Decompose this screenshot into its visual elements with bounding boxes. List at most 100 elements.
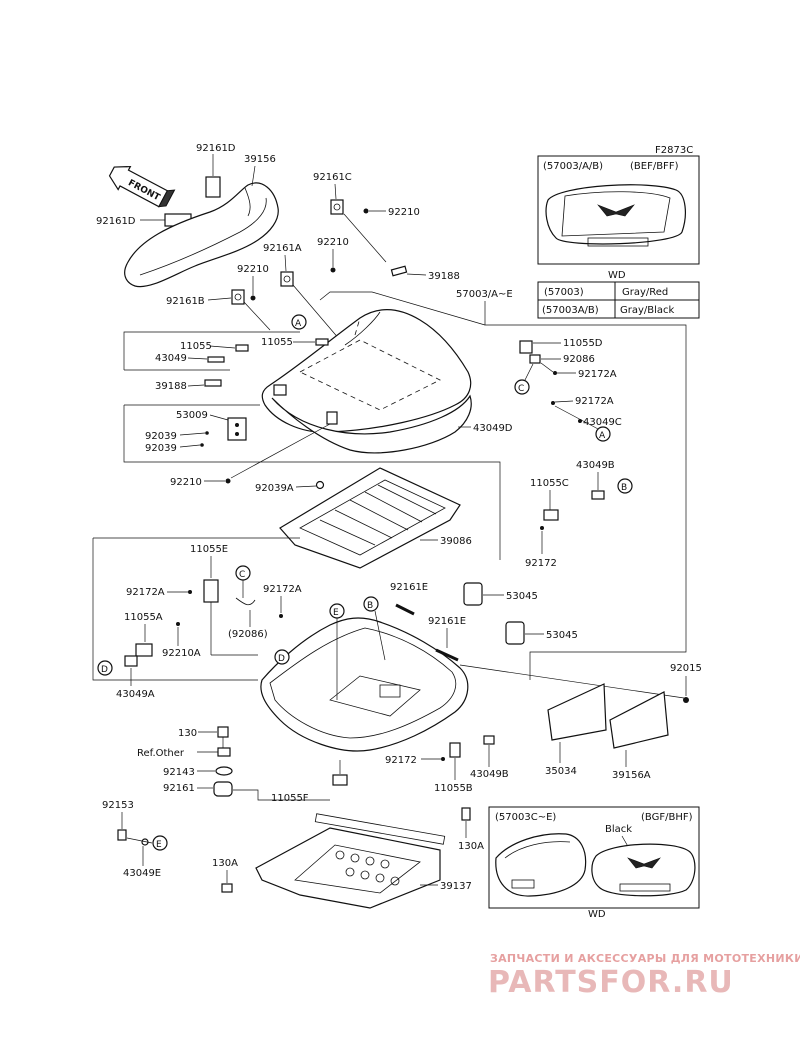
figure-code: F2873C — [655, 145, 693, 156]
case-base — [260, 617, 469, 752]
ref-B2: B — [367, 601, 373, 611]
clip-11055-mid — [315, 338, 329, 346]
grommet-92039A — [315, 480, 325, 490]
label-11055F: 11055F — [271, 793, 309, 804]
label-39086: 39086 — [440, 536, 472, 547]
label-11055A: 11055A — [124, 612, 163, 623]
ref-C1: C — [518, 384, 524, 394]
inset-bottom-color: Black — [605, 824, 632, 835]
hinge-53009 — [227, 417, 247, 441]
label-92210A: 92210A — [162, 648, 201, 659]
label-39156: 39156 — [244, 154, 276, 165]
label-92086: 92086 — [563, 354, 595, 365]
label-53045-a: 53045 — [506, 591, 538, 602]
label-92172A-l2: 92172A — [263, 584, 302, 595]
spring-92086 — [529, 354, 541, 364]
bumper-53045-a — [463, 582, 483, 606]
label-92172A-r1: 92172A — [578, 369, 617, 380]
inset-bottom-model: (57003C~E) — [495, 812, 556, 823]
clip-11055A — [135, 643, 153, 657]
label-92161B: 92161B — [166, 296, 205, 307]
label-130: 130 — [178, 728, 197, 739]
label-92172A-l1: 92172A — [126, 587, 165, 598]
inset-top-note: WD — [608, 270, 626, 281]
label-92086-paren: (92086) — [228, 629, 268, 640]
label-92210-a: 92210 — [388, 207, 420, 218]
clip-11055C — [543, 509, 559, 521]
ref-E1: E — [333, 608, 339, 618]
label-92161D-top: 92161D — [196, 143, 236, 154]
ref-E2: E — [156, 840, 162, 850]
mat-39086 — [279, 467, 461, 569]
clip-92161A — [280, 271, 294, 287]
label-92039A: 92039A — [255, 483, 294, 494]
backrest-39156 — [124, 182, 279, 288]
bolt-130A-right — [461, 807, 471, 821]
strip-43049B-top — [591, 490, 605, 500]
color-table-code-0: (57003) — [544, 287, 584, 298]
strip-43049A — [124, 655, 138, 667]
label-11055D: 11055D — [563, 338, 603, 349]
ref-A1: A — [295, 319, 302, 329]
ref-circle-C1 — [514, 379, 530, 395]
label-11055-mid: 11055 — [261, 337, 293, 348]
front-arrow-icon: FRONT — [108, 165, 176, 208]
clip-11055 — [235, 344, 249, 352]
watermark-logo: PARTSFOR.RU — [488, 965, 734, 1000]
damper-92161 — [213, 781, 233, 797]
label-92172-r: 92172 — [525, 558, 557, 569]
ref-circle-B2 — [363, 596, 379, 612]
ref-circle-E2 — [152, 835, 168, 851]
label-92015: 92015 — [670, 663, 702, 674]
inset-bottom-variant: (BGF/BHF) — [641, 812, 693, 823]
label-ref-other: Ref.Other — [137, 748, 185, 759]
clip-11055F — [332, 774, 348, 786]
label-92161E-b: 92161E — [428, 616, 466, 627]
label-35034: 35034 — [545, 766, 577, 777]
label-92161A: 92161A — [263, 243, 302, 254]
ref-circle-A2 — [595, 426, 611, 442]
label-92210-c: 92210 — [237, 264, 269, 275]
bolt-130A-left — [221, 883, 233, 893]
label-43049B-b: 43049B — [470, 769, 509, 780]
inset-top-case-image — [545, 184, 686, 247]
latch-11055E — [203, 579, 219, 603]
ref-D2: D — [278, 654, 285, 664]
pad-92161D-top — [205, 176, 221, 198]
label-43049A: 43049A — [116, 689, 155, 700]
lid-hinge-piece-1 — [273, 384, 287, 396]
label-piece-39188-left — [204, 379, 222, 387]
strip-43049 — [207, 356, 225, 363]
spring-92086-left — [235, 597, 256, 606]
inset-bottom-case-image — [591, 843, 696, 897]
label-11055E: 11055E — [190, 544, 228, 555]
ref-circle-B1 — [617, 478, 633, 494]
watermark-tagline: ЗАПЧАСТИ И АКСЕССУАРЫ ДЛЯ МОТОТЕХНИКИ — [490, 952, 800, 965]
ref-A2: A — [599, 431, 606, 441]
inset-bottom-frame — [488, 806, 700, 909]
inset-bottom-note: WD — [588, 909, 606, 920]
clip-92161B — [231, 289, 245, 305]
label-92172A-r2: 92172A — [575, 396, 614, 407]
strip-92161E-a — [395, 603, 415, 616]
lid-57003 — [261, 308, 472, 454]
label-92210-d: 92210 — [170, 477, 202, 488]
label-piece-39188-top — [390, 265, 408, 277]
label-92161: 92161 — [163, 783, 195, 794]
label-92210-b: 92210 — [317, 237, 349, 248]
label-53045-b: 53045 — [546, 630, 578, 641]
label-92039-a: 92039 — [145, 431, 177, 442]
color-table: (57003) Gray/Red (57003A/B) Gray/Black — [537, 281, 700, 319]
label-92143: 92143 — [163, 767, 195, 778]
label-43049B-top: 43049B — [576, 460, 615, 471]
clip-11055B — [449, 742, 461, 758]
label-92161C: 92161C — [313, 172, 352, 183]
ref-D1: D — [101, 665, 108, 675]
bracket-39137 — [255, 813, 446, 909]
panel-39156A — [609, 691, 669, 749]
strip-43049B-b — [483, 735, 495, 745]
label-39188-left: 39188 — [155, 381, 187, 392]
label-43049D: 43049D — [473, 423, 513, 434]
color-table-code-1: (57003A/B) — [542, 305, 599, 316]
